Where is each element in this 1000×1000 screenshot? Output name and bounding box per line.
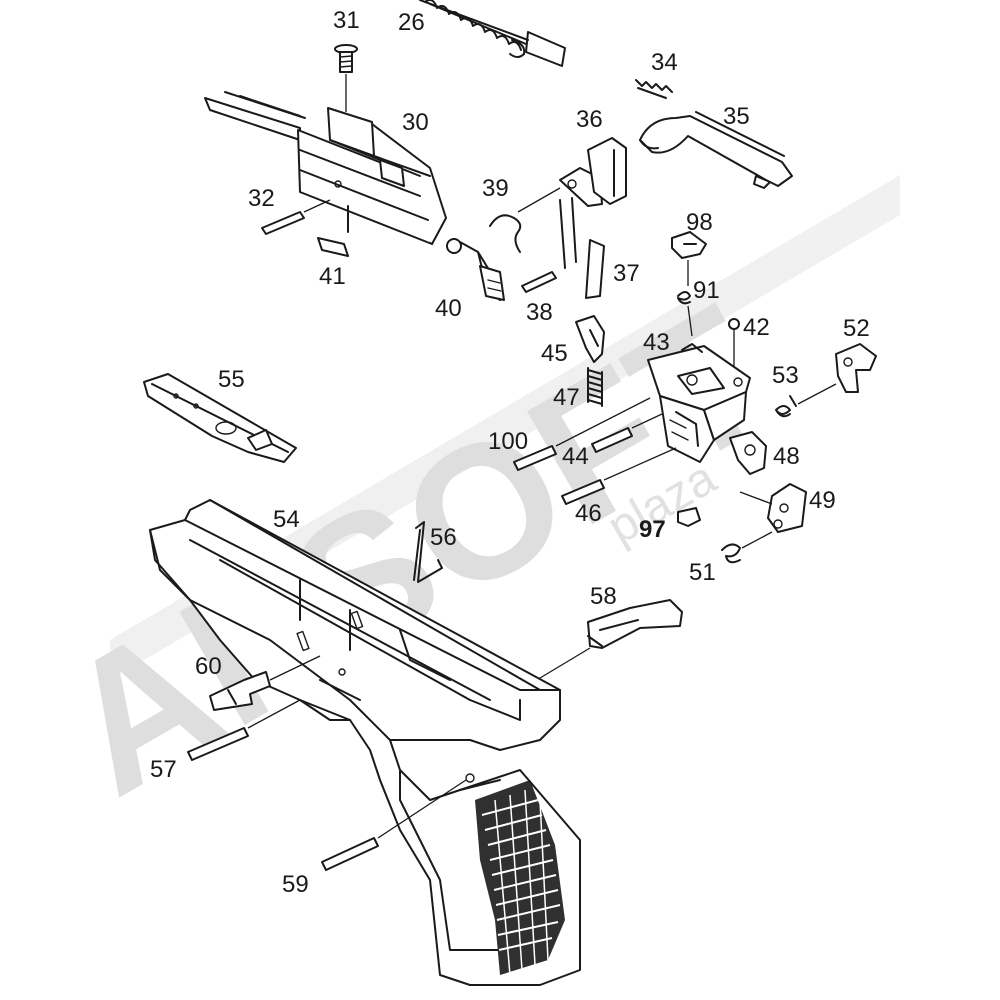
callout-51: 51 (689, 559, 716, 586)
callout-47: 47 (553, 384, 580, 411)
part-48-cam (729, 431, 767, 475)
part-53-spring (775, 383, 837, 418)
callout-31: 31 (333, 7, 360, 34)
callout-100: 100 (488, 428, 528, 455)
callout-36: 36 (576, 106, 603, 133)
part-47-spring (587, 367, 603, 407)
part-43-trigger-housing (647, 343, 751, 463)
part-39-spring (489, 187, 561, 253)
part-34-spring (635, 79, 673, 99)
callout-42: 42 (743, 314, 770, 341)
callout-46: 46 (575, 500, 602, 527)
callout-48: 48 (773, 443, 800, 470)
callout-34: 34 (651, 49, 678, 76)
callout-37: 37 (613, 260, 640, 287)
callout-labels: 31 26 34 30 36 35 39 32 98 41 37 91 40 3… (150, 7, 870, 898)
part-49-locking-block (739, 483, 807, 533)
part-91-spring (677, 291, 693, 337)
part-60-block (209, 655, 321, 711)
part-38-pin (521, 197, 577, 293)
part-56-spring (413, 521, 443, 583)
callout-59: 59 (282, 871, 309, 898)
part-52-block (835, 343, 877, 393)
callout-55: 55 (218, 366, 245, 393)
part-41-lever (317, 237, 349, 257)
callout-41: 41 (319, 263, 346, 290)
part-30-rail-housing (204, 91, 447, 245)
part-51-spring (721, 531, 773, 564)
callout-32: 32 (248, 185, 275, 212)
part-37-sear (585, 239, 605, 299)
callout-52: 52 (843, 315, 870, 342)
callout-30: 30 (402, 109, 429, 136)
part-59-pin (321, 779, 467, 871)
part-32-pin (261, 199, 331, 235)
callout-53: 53 (772, 362, 799, 389)
callout-40: 40 (435, 295, 462, 322)
part-44-pin (591, 413, 663, 453)
callout-57: 57 (150, 756, 177, 783)
callout-45: 45 (541, 340, 568, 367)
part-35-disconnector-bar (639, 111, 793, 189)
callout-43: 43 (643, 329, 670, 356)
part-57-pin (187, 699, 301, 761)
callout-54: 54 (273, 506, 300, 533)
callout-58: 58 (590, 583, 617, 610)
callout-44: 44 (562, 443, 589, 470)
grip-texture (475, 780, 565, 976)
part-98-block (671, 231, 707, 286)
part-31-screw (334, 44, 358, 112)
part-100-pin (513, 397, 651, 471)
part-40-trigger-bar (446, 238, 505, 301)
part-55-slide-rail (143, 373, 297, 463)
part-46-pin (561, 447, 677, 505)
part-36-hammer (559, 137, 627, 207)
part-54-frame (149, 499, 581, 986)
callout-38: 38 (526, 299, 553, 326)
callout-49: 49 (809, 487, 836, 514)
callout-35: 35 (723, 103, 750, 130)
callout-56: 56 (430, 524, 457, 551)
part-58-magazine-catch (519, 599, 683, 691)
part-26-recoil-spring (419, 0, 566, 67)
callout-26: 26 (398, 9, 425, 36)
callout-91: 91 (693, 277, 720, 304)
callout-97: 97 (639, 516, 666, 543)
callout-98: 98 (686, 209, 713, 236)
part-97-screw (677, 507, 701, 527)
part-42-screw (728, 318, 740, 366)
callout-39: 39 (482, 175, 509, 202)
part-45-lever (575, 315, 605, 363)
callout-60: 60 (195, 653, 222, 680)
